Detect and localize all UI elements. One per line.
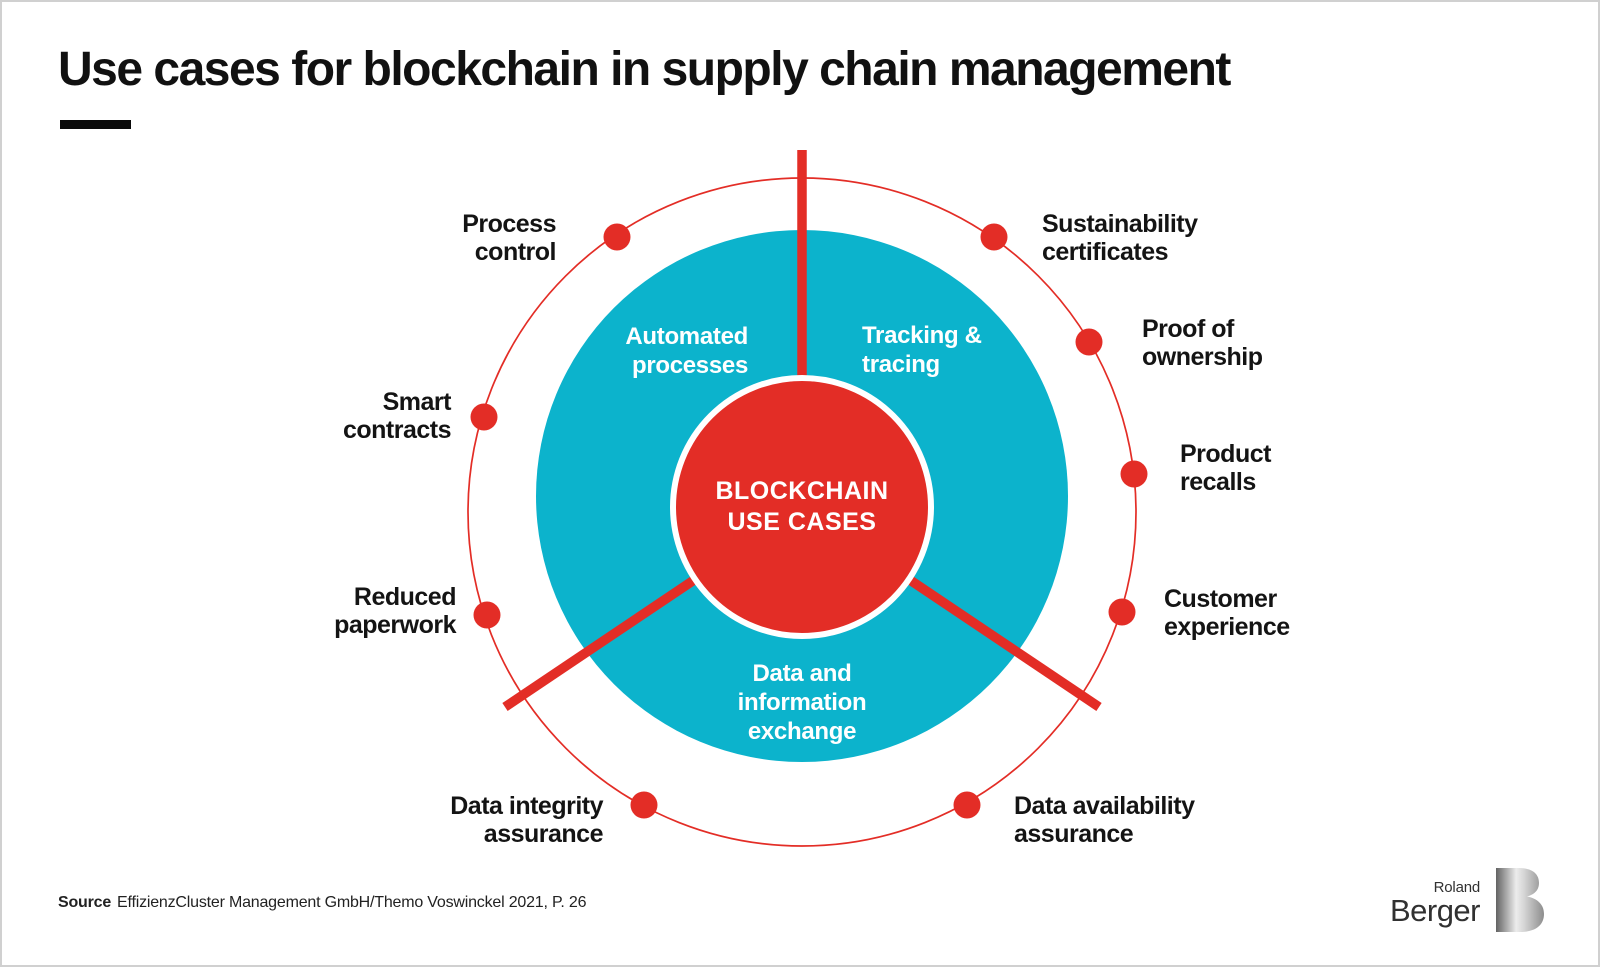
- dot-product-recalls: [1120, 460, 1148, 488]
- sector-line: exchange: [747, 718, 857, 745]
- label-line: Reduced: [353, 583, 457, 611]
- sector-label-automated-processes: Automated processes: [625, 322, 748, 380]
- use-case-label-product-recalls: Product recalls: [1180, 440, 1271, 496]
- dot-data-integrity-assurance: [630, 791, 658, 819]
- page-title: Use cases for blockchain in supply chain…: [58, 43, 1231, 96]
- use-case-label-data-availability-assurance: Data availability assurance: [1014, 792, 1195, 848]
- label-line: ownership: [1142, 343, 1263, 371]
- label-line: assurance: [483, 820, 604, 848]
- sector-label-data-information-exchange: Data and information exchange: [652, 659, 952, 746]
- dot-smart-contracts: [470, 403, 498, 431]
- roland-berger-logo-text: Roland Berger: [1389, 879, 1481, 928]
- label-line: recalls: [1180, 468, 1256, 496]
- use-case-label-customer-experience: Customer experience: [1164, 585, 1290, 641]
- use-case-label-data-integrity-assurance: Data integrity assurance: [450, 792, 603, 848]
- source-label: Source: [58, 894, 112, 911]
- label-line: Proof of: [1142, 315, 1234, 343]
- label-line: Customer: [1164, 585, 1277, 613]
- label-line: experience: [1164, 613, 1290, 641]
- spoke-bottom-right: [907, 576, 1102, 711]
- source-text: EffizienzCluster Management GmbH/Themo V…: [117, 894, 587, 911]
- logo-word-berger: Berger: [1389, 893, 1481, 928]
- label-line: Sustainability: [1042, 210, 1198, 238]
- logo-word-roland: Roland: [1433, 879, 1481, 896]
- dot-process-control: [603, 223, 631, 251]
- label-line: Product: [1180, 440, 1271, 468]
- source-note: Source EffizienzCluster Management GmbH/T…: [58, 894, 586, 912]
- label-line: Process: [462, 210, 556, 238]
- dot-customer-experience: [1108, 598, 1136, 626]
- sector-line: processes: [631, 352, 748, 379]
- title-underline: [60, 120, 131, 129]
- use-case-label-process-control: Process control: [462, 210, 556, 266]
- label-line: certificates: [1042, 238, 1169, 266]
- label-line: Data integrity: [450, 792, 603, 820]
- sector-line: information: [737, 689, 867, 716]
- use-case-label-sustainability-certificates: Sustainability certificates: [1042, 210, 1198, 266]
- dot-reduced-paperwork: [473, 601, 501, 629]
- dot-sustainability-certificates: [980, 223, 1008, 251]
- center-hub-circle: [670, 375, 934, 639]
- sector-line: Data and: [752, 660, 852, 687]
- logo-b-shape: [1496, 868, 1544, 932]
- center-hub-line: USE CASES: [727, 508, 877, 536]
- label-line: assurance: [1014, 820, 1134, 848]
- label-line: contracts: [342, 416, 452, 444]
- label-line: Data availability: [1014, 792, 1195, 820]
- spoke-bottom-left: [502, 576, 697, 711]
- center-hub-line: BLOCKCHAIN: [715, 477, 889, 505]
- sector-line: Automated: [625, 323, 748, 350]
- label-line: Smart: [382, 388, 452, 416]
- center-hub-label: BLOCKCHAIN USE CASES: [662, 476, 942, 538]
- use-case-label-smart-contracts: Smart contracts: [342, 388, 452, 444]
- roland-berger-b-icon: [1496, 868, 1544, 932]
- label-line: paperwork: [334, 611, 456, 639]
- sector-line: tracing: [862, 351, 940, 378]
- use-case-label-proof-of-ownership: Proof of ownership: [1142, 315, 1263, 371]
- dot-data-availability-assurance: [953, 791, 981, 819]
- use-case-label-reduced-paperwork: Reduced paperwork: [334, 583, 456, 639]
- dot-proof-of-ownership: [1075, 328, 1103, 356]
- sector-label-tracking-tracing: Tracking & tracing: [862, 321, 982, 379]
- sector-line: Tracking &: [862, 322, 982, 349]
- label-line: control: [474, 238, 557, 266]
